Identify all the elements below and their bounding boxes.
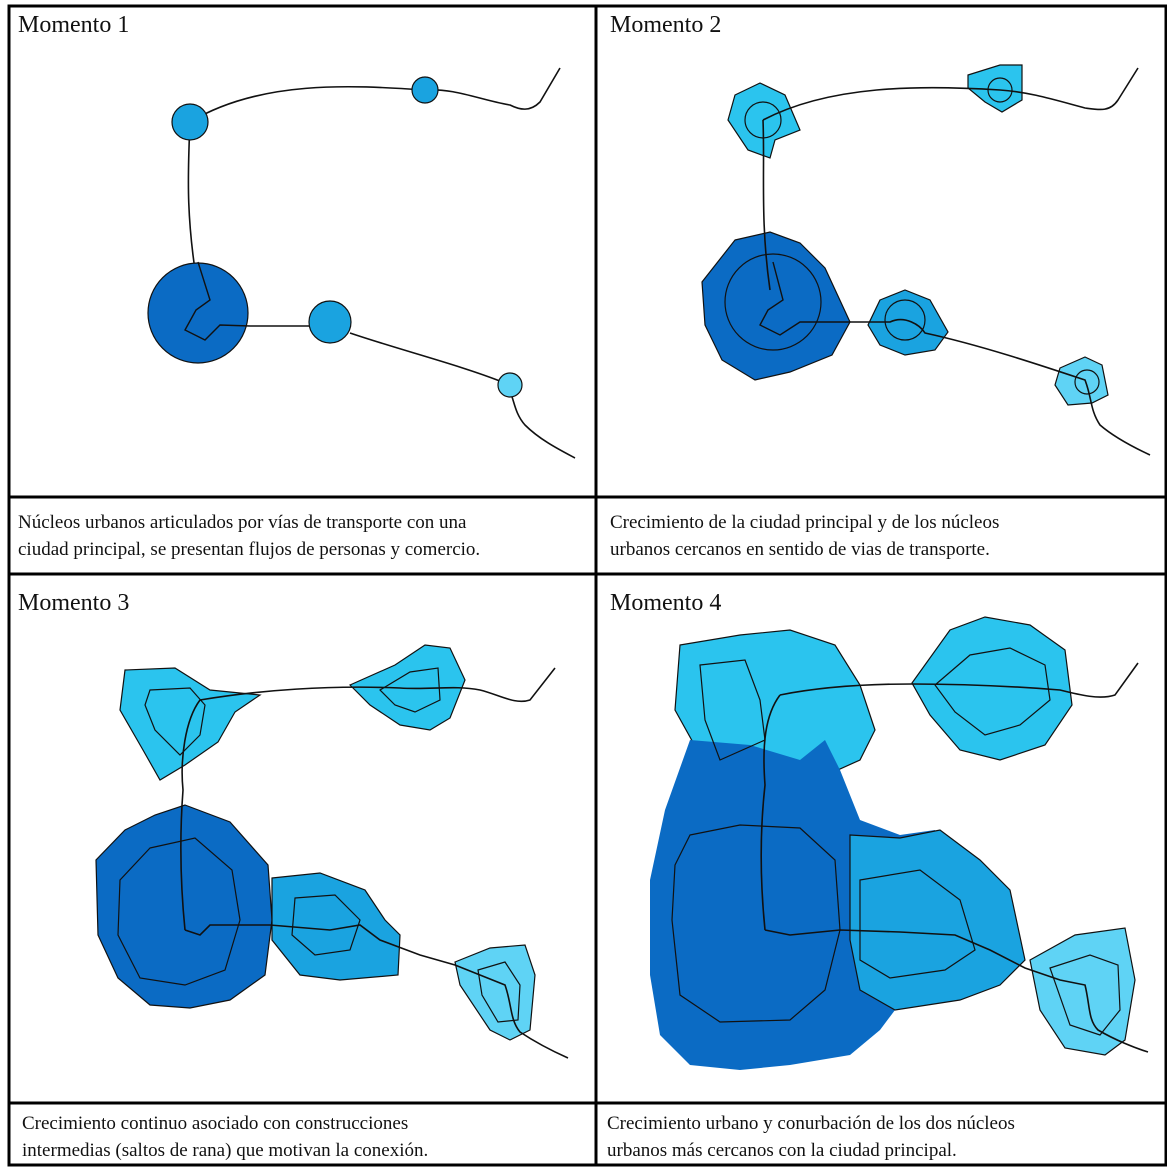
panel-4-map: [650, 616, 1149, 1070]
road-southeast: [349, 332, 576, 459]
nucleus-north: [171, 103, 209, 141]
caption-line: urbanos cercanos en sentido de vias de t…: [610, 539, 990, 560]
panel-2-map: [701, 64, 1151, 456]
nucleus-northeast-growth: [911, 616, 1073, 761]
panel-1-map: [147, 67, 576, 459]
caption-line: Crecimiento continuo asociado con constr…: [22, 1113, 409, 1134]
nucleus-far: [497, 372, 523, 398]
panel-4-caption: Crecimiento urbano y conurbación de los …: [607, 1110, 1167, 1164]
nucleus-northeast-growth: [967, 64, 1023, 113]
panel-3-caption: Crecimiento continuo asociado con constr…: [22, 1110, 582, 1164]
caption-line: urbanos más cercanos con la ciudad princ…: [607, 1140, 957, 1161]
panel-3-map: [95, 644, 569, 1059]
nucleus-northeast: [411, 76, 439, 104]
panel-1-title: Momento 1: [18, 12, 130, 38]
main-city-growth: [701, 231, 851, 381]
near-nucleus-growth: [849, 829, 1026, 1011]
near-nucleus-growth: [271, 872, 401, 981]
caption-line: Núcleos urbanos articulados por vías de …: [18, 512, 467, 533]
nucleus-north-growth: [119, 667, 262, 781]
caption-line: intermedias (saltos de rana) que motivan…: [22, 1140, 429, 1161]
far-nucleus-growth: [1054, 356, 1109, 406]
nucleus-northeast-growth: [348, 644, 466, 731]
panel-3-title: Momento 3: [18, 590, 130, 616]
caption-line: Crecimiento urbano y conurbación de los …: [607, 1113, 1015, 1134]
panel-4-title: Momento 4: [610, 590, 722, 616]
grid-borders: [7, 4, 1167, 1167]
near-nucleus-growth: [867, 289, 949, 356]
road-northeast: [189, 67, 561, 123]
main-city-growth: [95, 804, 273, 1009]
nucleus-north-growth: [727, 82, 801, 159]
main-city: [147, 262, 249, 364]
near-nucleus: [308, 300, 352, 344]
panel-2-caption: Crecimiento de la ciudad principal y de …: [610, 509, 1167, 563]
far-nucleus-growth: [454, 944, 536, 1041]
panel-1-caption: Núcleos urbanos articulados por vías de …: [18, 509, 593, 563]
caption-line: Crecimiento de la ciudad principal y de …: [610, 512, 1000, 533]
caption-line: ciudad principal, se presentan flujos de…: [18, 539, 481, 560]
road-main-loop: [184, 261, 251, 341]
panel-2-title: Momento 2: [610, 12, 722, 38]
